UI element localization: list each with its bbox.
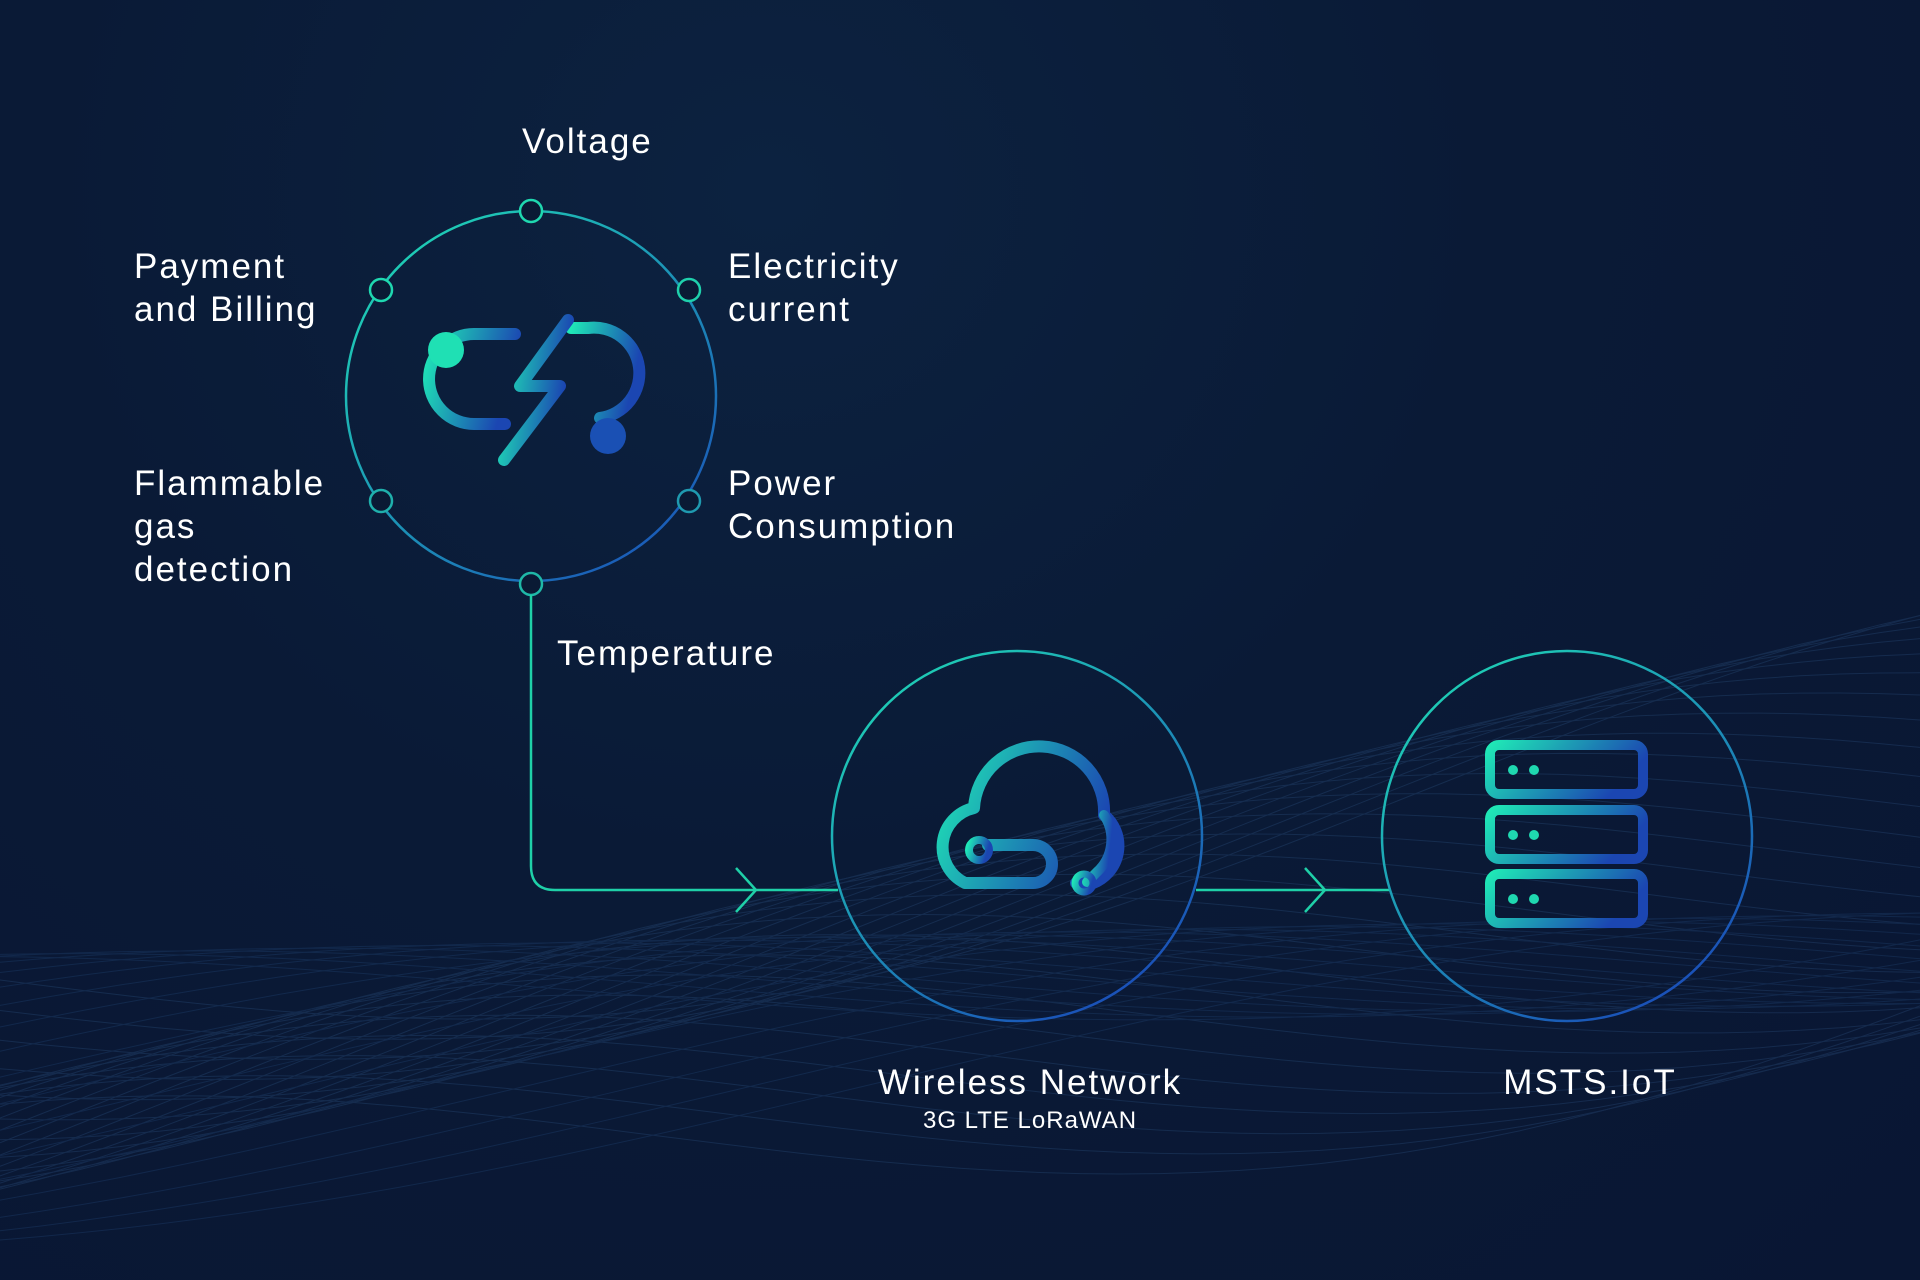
node-temperature xyxy=(518,571,544,597)
label-payment-billing: Payment and Billing xyxy=(134,247,318,329)
platform-node xyxy=(1380,649,1754,1023)
label-electricity-current: Electricity current xyxy=(728,247,900,329)
network-title: Wireless Network xyxy=(877,1063,1183,1102)
node-payment-billing xyxy=(368,277,394,303)
platform-ring xyxy=(1380,649,1754,1023)
label-flammable-gas: Flammable gas detection xyxy=(134,464,326,589)
node-electricity-current xyxy=(676,277,702,303)
node-power-consumption xyxy=(676,488,702,514)
network-subtitle: 3G LTE LoRaWAN xyxy=(922,1107,1138,1134)
label-temperature: Temperature xyxy=(557,634,776,673)
platform-title: MSTS.IoT xyxy=(1503,1063,1677,1102)
sensor-ring xyxy=(344,198,718,597)
network-node xyxy=(830,649,1204,1023)
network-ring xyxy=(830,649,1204,1023)
node-voltage xyxy=(518,198,544,224)
power-cycle-icon xyxy=(423,314,646,466)
label-voltage: Voltage xyxy=(522,122,653,161)
arrow-head-1 xyxy=(735,867,758,913)
sensor-ring-circle xyxy=(344,209,718,583)
label-power-consumption: Power Consumption xyxy=(728,464,957,546)
connector-meter-to-network xyxy=(529,595,838,892)
server-leds xyxy=(1508,765,1539,904)
node-flammable-gas xyxy=(368,488,394,514)
background-mesh xyxy=(0,614,1920,1241)
server-icon xyxy=(1485,740,1648,928)
connector-lines xyxy=(529,595,1390,913)
arrow-head-2 xyxy=(1304,867,1327,913)
cloud-icon xyxy=(936,740,1125,896)
